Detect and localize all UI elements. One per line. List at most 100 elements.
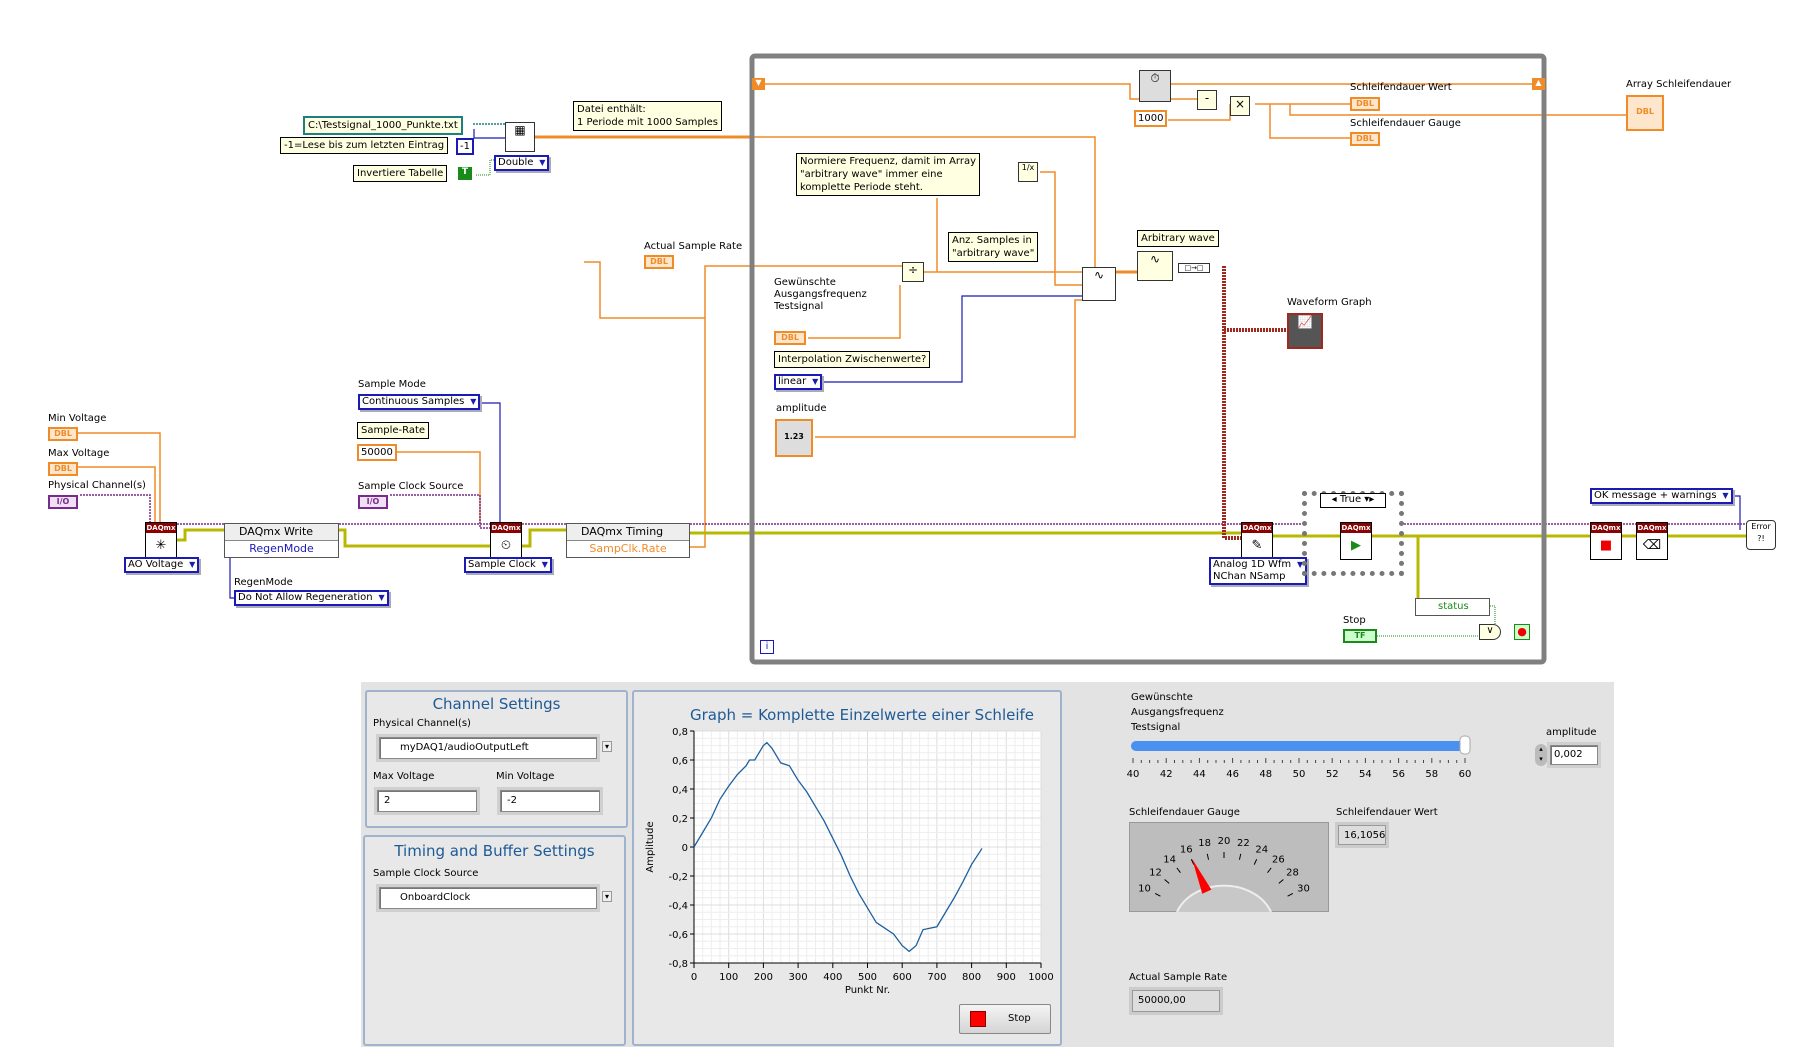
timing-node-title: DAQmx Timing [567,524,689,541]
timing-node-property[interactable]: SampClk.Rate [589,542,667,555]
regen-mode-label: RegenMode [234,577,293,588]
schleifendauer-wert-label: Schleifendauer Wert [1350,82,1452,93]
divide-icon[interactable]: ÷ [902,262,924,282]
array-to-cluster-icon[interactable]: □→□ [1178,263,1210,273]
x-tick-label: 0 [691,972,697,983]
gauge-tick [1278,879,1284,884]
case-structure[interactable]: ◂ True ▾▸ [1302,491,1404,576]
sample-clock-source-control[interactable]: I/O [358,495,388,509]
daqmx-label: DAQmx [1341,523,1371,533]
or-icon[interactable]: ∨ [1479,624,1501,640]
y-axis-label: Amplitude [645,821,656,872]
daqmx-write-vi[interactable]: DAQmx✎ [1241,522,1273,560]
amplitude-stepper[interactable]: ▴▾ [1535,744,1547,766]
amplitude-input[interactable]: 0,002 [1550,745,1598,765]
y-tick-label: -0,6 [668,930,688,941]
min-voltage-label: Min Voltage [48,413,107,424]
invert-true-constant[interactable]: T [458,167,472,180]
physical-channel-control[interactable]: I/O [48,495,78,509]
daqmx-start-task[interactable]: DAQmx▶ [1340,522,1372,560]
schleifendauer-wert-indicator: 16,1056 [1338,825,1386,845]
sample-rate-constant[interactable]: 50000 [357,444,397,461]
while-loop-frame [749,53,1547,665]
gauge-tick [1238,853,1242,860]
x-axis-label: Punkt Nr. [845,985,890,996]
invert-comment: Invertiere Tabelle [353,165,448,182]
loop-condition-stop-icon[interactable]: ● [1514,624,1530,640]
array-schleifendauer-indicator[interactable]: DBL [1626,95,1664,131]
subtract-icon[interactable]: - [1197,90,1217,110]
shift-register-left[interactable]: ▼ [752,78,765,90]
unbundle-status[interactable]: status [1415,598,1490,616]
stop-button[interactable]: Stop [959,1004,1051,1034]
read-spreadsheet-icon[interactable]: ▦ [505,122,535,152]
stop-button-label: Stop [1008,1013,1031,1024]
dropdown-arrow-icon[interactable]: ▾ [601,891,612,902]
stopwatch-icon[interactable]: ⏱ [1139,70,1171,102]
case-selector[interactable]: ◂ True ▾▸ [1320,493,1386,508]
write-node-property[interactable]: RegenMode [249,542,314,555]
error-handler-icon[interactable]: Error ?! [1746,520,1776,550]
frequency-control[interactable]: DBL [774,331,806,345]
max-voltage-label: Max Voltage [48,448,110,459]
amplitude-control[interactable]: 1.23 [775,419,813,457]
daqmx-stop-task[interactable]: DAQmx■ [1590,522,1622,560]
dropdown-arrow-icon[interactable]: ▾ [601,741,612,752]
read-count-constant[interactable]: -1 [456,138,474,155]
slider-tick-label: 56 [1392,769,1405,780]
daqmx-label: DAQmx [1242,523,1272,533]
timing-settings-title: Timing and Buffer Settings [394,842,595,860]
gauge-tick [1176,867,1181,873]
schleifendauer-wert-indicator[interactable]: DBL [1350,97,1380,111]
min-voltage-control[interactable]: DBL [48,427,78,441]
regen-mode-dropdown[interactable]: Do Not Allow Regeneration [234,590,389,606]
max-voltage-label: Max Voltage [373,771,435,782]
case-selector-value: True [1339,494,1362,505]
slider-tick-label: 60 [1459,769,1472,780]
y-tick-label: 0,4 [672,785,688,796]
gauge-tick-label: 10 [1138,884,1151,895]
y-tick-label: -0,8 [668,959,688,970]
actual-sample-rate-indicator[interactable]: DBL [644,255,674,269]
sample-rate-comment: Sample-Rate [357,422,430,439]
read-comment: -1=Lese bis zum letzten Eintrag [280,137,449,154]
gauge-tick-label: 18 [1198,838,1211,849]
daqmx-clear-task[interactable]: DAQmx⌫ [1636,522,1668,560]
resample-waveform-icon[interactable]: ∿ [1082,267,1116,301]
constant-1000[interactable]: 1000 [1134,110,1168,127]
y-tick-label: 0,2 [672,814,688,825]
read-type-dropdown[interactable]: Double [494,155,550,171]
file-path-constant[interactable]: C:\Testsignal_1000_Punkte.txt [303,116,463,135]
daqmx-timing-vi[interactable]: DAQmx⏲ [490,522,522,560]
stop-terminal[interactable]: TF [1343,629,1377,643]
x-tick-label: 600 [893,972,912,983]
schleifendauer-gauge-indicator[interactable]: DBL [1350,132,1380,146]
write-type-dropdown[interactable]: Analog 1D Wfm NChan NSamp [1209,557,1308,585]
slider-thumb [1459,735,1471,755]
min-voltage-input[interactable]: -2 [500,790,600,812]
reciprocal-icon[interactable]: 1/x [1018,162,1038,182]
build-waveform-icon[interactable]: ∿ [1137,251,1173,281]
error-mode-dropdown[interactable]: OK message + warnings [1590,488,1733,504]
shift-register-right[interactable]: ▲ [1532,78,1545,90]
physical-channel-dropdown[interactable]: myDAQ1/audioOutputLeft▾ [379,737,612,759]
max-voltage-input[interactable]: 2 [377,790,477,812]
frequency-slider-label: Gewünschte Ausgangsfrequenz Testsignal [1131,692,1224,733]
sample-clock-dropdown[interactable]: Sample Clock [464,557,552,573]
waveform-graph-terminal[interactable]: 📈 [1287,313,1323,349]
daqmx-create-channel[interactable]: DAQmx✳ [145,522,177,560]
sample-clock-source-dropdown[interactable]: OnboardClock▾ [379,887,612,909]
max-voltage-control[interactable]: DBL [48,462,78,476]
anz-samples-comment: Anz. Samples in "arbitrary wave" [948,232,1039,262]
interpolation-dropdown[interactable]: linear [774,374,823,390]
sample-mode-dropdown[interactable]: Continuous Samples [358,394,481,410]
ao-voltage-dropdown[interactable]: AO Voltage [124,557,200,573]
multiply-icon[interactable]: × [1230,96,1250,116]
schleifendauer-gauge-label: Schleifendauer Gauge [1350,118,1461,129]
min-voltage-label: Min Voltage [496,771,555,782]
